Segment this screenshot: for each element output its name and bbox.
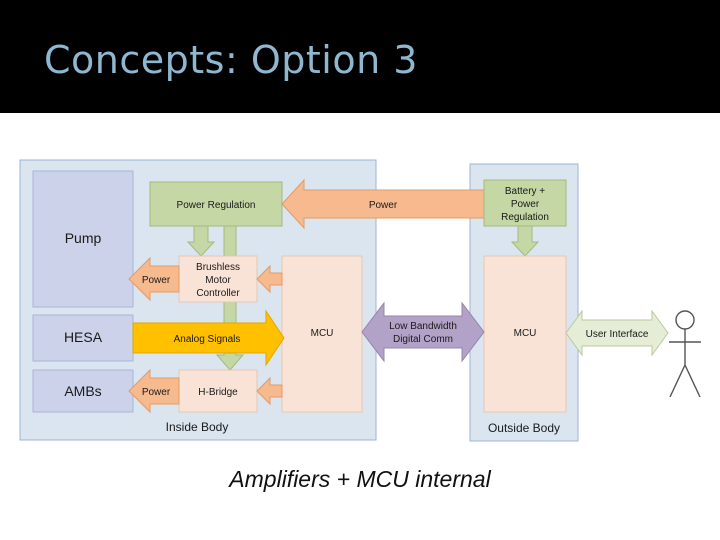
brushless-label-3: Controller bbox=[196, 288, 240, 299]
ambs-label: AMBs bbox=[64, 383, 101, 399]
hesa-block bbox=[32, 314, 134, 362]
battery-label-1: Battery + bbox=[505, 186, 545, 197]
digital-comm-arrow bbox=[361, 301, 485, 363]
battery-down-arrow bbox=[510, 225, 540, 257]
user-interface-arrow bbox=[565, 309, 669, 357]
outside-body-label: Outside Body bbox=[488, 421, 560, 435]
power-regulation-label: Power Regulation bbox=[177, 200, 256, 211]
pump-label: Pump bbox=[65, 230, 102, 246]
brushless-label-2: Motor bbox=[205, 275, 231, 286]
mcu-to-hbridge-arrow bbox=[256, 376, 283, 406]
analog-signals-arrow bbox=[132, 309, 285, 367]
ambs-block bbox=[32, 369, 134, 413]
brushless-label-1: Brushless bbox=[196, 262, 240, 273]
slide-title: Concepts: Option 3 bbox=[44, 38, 418, 82]
power-ambs-arrow bbox=[128, 368, 180, 414]
pump-block bbox=[32, 170, 134, 308]
block-diagram: Inside Body Outside Body Pump HESA AMBs … bbox=[19, 159, 701, 442]
hbridge-label: H-Bridge bbox=[198, 387, 238, 398]
mcu-inside-block bbox=[281, 255, 363, 413]
inside-body-label: Inside Body bbox=[166, 420, 229, 434]
power-regulation-block bbox=[149, 181, 283, 227]
analog-signals-label: Analog Signals bbox=[174, 334, 241, 345]
mcu-to-brushless-arrow bbox=[256, 264, 283, 294]
power-main-arrow bbox=[281, 178, 485, 230]
mcu-inside-label: MCU bbox=[311, 328, 334, 339]
digital-comm-label-2: Digital Comm bbox=[393, 334, 453, 345]
battery-block bbox=[483, 179, 567, 227]
user-interface-label: User Interface bbox=[586, 329, 649, 340]
digital-comm-label-1: Low Bandwidth bbox=[389, 321, 457, 332]
battery-label-3: Regulation bbox=[501, 212, 549, 223]
power-pump-arrow bbox=[128, 256, 180, 302]
title-bar bbox=[0, 0, 720, 113]
power-down-arrow-left bbox=[186, 225, 216, 257]
mcu-outside-block bbox=[483, 255, 567, 413]
slide-caption: Amplifiers + MCU internal bbox=[229, 466, 491, 492]
power-ambs-label: Power bbox=[142, 387, 171, 398]
battery-label-2: Power bbox=[511, 199, 540, 210]
power-pump-label: Power bbox=[142, 275, 171, 286]
user-icon bbox=[669, 310, 701, 398]
power-main-label: Power bbox=[369, 200, 398, 211]
mcu-outside-label: MCU bbox=[514, 328, 537, 339]
hesa-label: HESA bbox=[64, 329, 103, 345]
